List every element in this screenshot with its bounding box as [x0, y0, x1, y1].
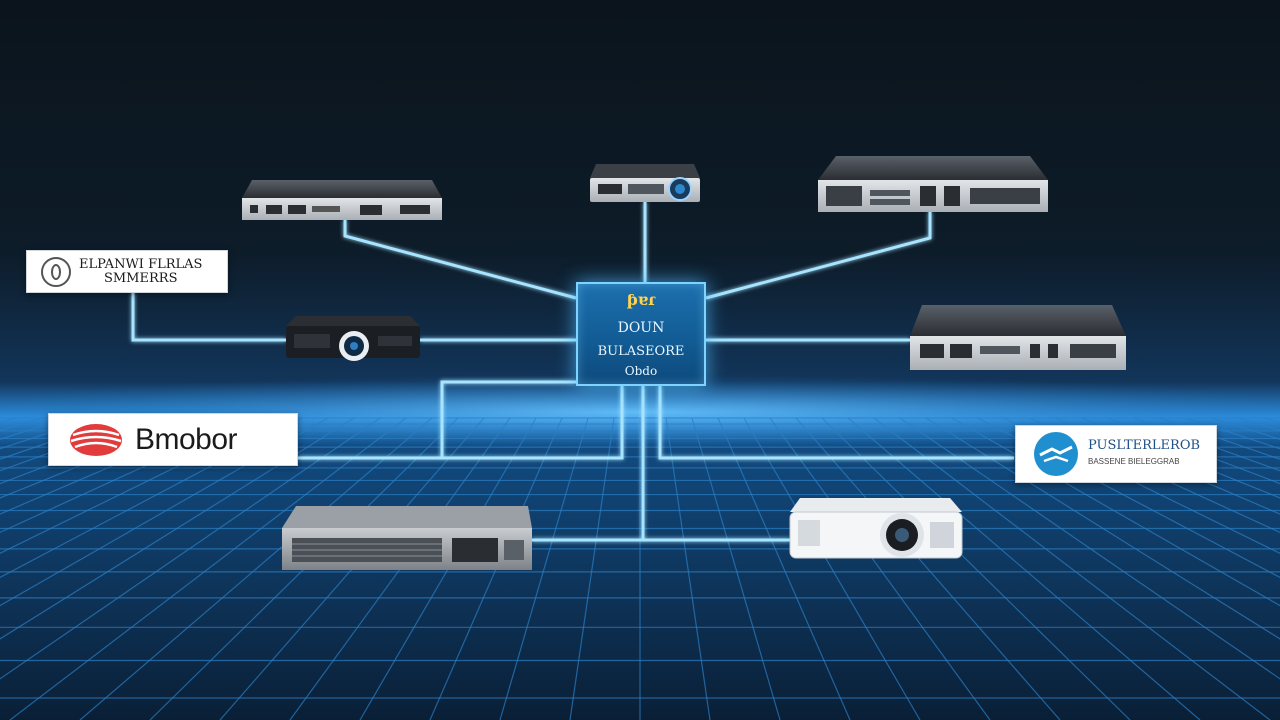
red-globe-logo-icon: [70, 423, 122, 456]
rack-appliance-icon: [910, 305, 1126, 370]
connectors: [131, 202, 1014, 542]
label-card-mid-right: PUSLTERLEROB BASSENE BIELEGGRAB: [1015, 425, 1217, 483]
connector-left-bus: [442, 386, 624, 460]
connector-mid-right-label: [658, 386, 1014, 460]
hub-logo: ƥɐɾ: [626, 290, 656, 309]
projector-icon: [590, 164, 700, 202]
hub-title: DOUN: [617, 320, 665, 336]
projector-icon: [789, 498, 963, 559]
server-chassis-icon: [282, 506, 532, 570]
label-card-mid-left: Bmobor: [48, 413, 298, 466]
circle-emblem-icon: [41, 256, 71, 287]
hub-caption: Obdo: [624, 364, 658, 378]
label-top-left-line2: SMMERRS: [103, 270, 178, 286]
connector-top-left-label: [131, 293, 286, 342]
hub-subtitle: BULASEORE: [597, 344, 685, 359]
label-mid-left-brand: Bmobor: [135, 422, 238, 456]
projector-icon: [286, 316, 420, 361]
network-switch-icon: [818, 156, 1048, 212]
label-mid-right-line2: BASSENE BIELEGGRAB: [1088, 457, 1180, 466]
connector-top-right-switch: [705, 212, 932, 300]
label-mid-right-line1: PUSLTERLEROB: [1088, 438, 1201, 453]
label-top-left-line1: ELPANWI FLRLAS: [79, 256, 203, 272]
label-card-top-left: ELPANWI FLRLAS SMMERRS: [26, 250, 228, 293]
central-hub: ƥɐɾ DOUN BULASEORE Obdo: [576, 282, 706, 386]
connector-mid-left-label: [298, 380, 576, 460]
connector-top-left-server: [343, 220, 577, 300]
rack-server-icon: [242, 180, 442, 220]
blue-circle-logo-icon: [1034, 432, 1078, 476]
